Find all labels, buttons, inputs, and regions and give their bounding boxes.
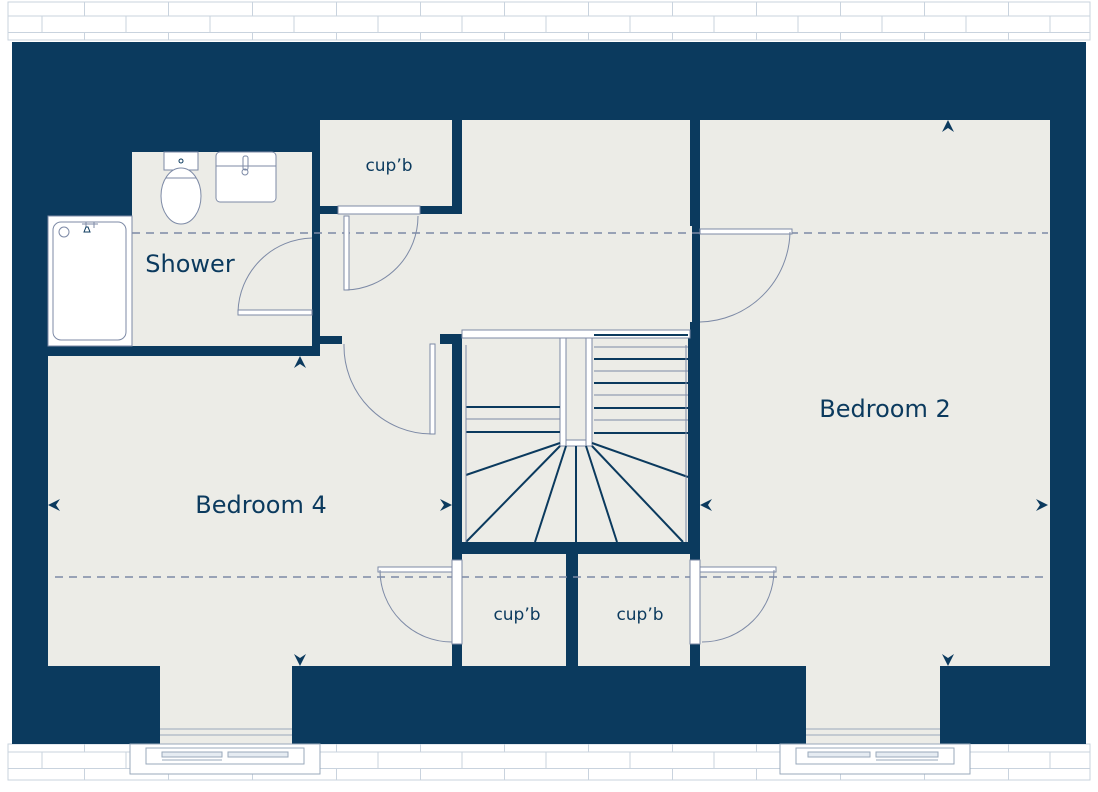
arrow-up-icon <box>294 356 306 368</box>
cupboard-top-door[interactable] <box>337 205 421 291</box>
roof-tiles-top <box>7 1 1091 41</box>
staircase-icon <box>461 329 691 543</box>
bedroom-2-door[interactable] <box>699 228 793 323</box>
dimension-arrows <box>48 120 1048 666</box>
arrow-up-icon <box>942 120 954 132</box>
sloped-ceiling-lines <box>48 232 1048 578</box>
basin-icon <box>215 151 277 203</box>
arrow-right-icon <box>1036 499 1048 511</box>
dormer-window-right <box>779 728 971 775</box>
doors <box>237 205 793 645</box>
room-label-cupboard-top: cup’b <box>365 156 412 176</box>
room-label-bedroom-4: Bedroom 4 <box>195 491 326 519</box>
toilet-icon <box>160 151 202 225</box>
dormer-window-left <box>129 728 321 775</box>
shower-door[interactable] <box>237 237 313 316</box>
cupboard-bottom-left-door[interactable] <box>377 559 463 645</box>
room-label-cupboard-bottom-right: cup’b <box>616 605 663 625</box>
room-label-shower: Shower <box>145 250 235 278</box>
arrow-left-icon <box>48 499 60 511</box>
arrow-right-icon <box>440 499 452 511</box>
bedroom-4-door[interactable] <box>343 343 436 435</box>
room-label-cupboard-bottom-left: cup’b <box>493 605 540 625</box>
interior-walls <box>48 120 700 666</box>
cupboard-bottom-right-door[interactable] <box>689 559 777 645</box>
room-label-bedroom-2: Bedroom 2 <box>819 395 950 423</box>
arrow-left-icon <box>700 499 712 511</box>
arrow-down-icon <box>942 654 954 666</box>
bath-icon <box>47 215 133 347</box>
arrow-down-icon <box>294 654 306 666</box>
